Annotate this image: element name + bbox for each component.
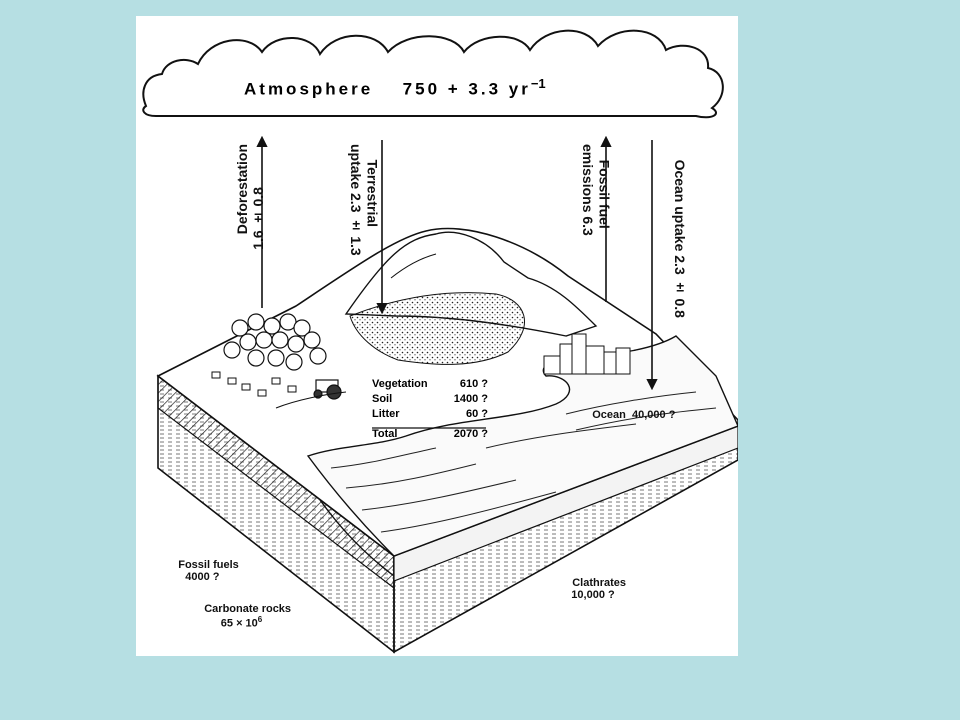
- cleared-stumps: [211, 371, 297, 397]
- ocean-uptake-line1: Ocean uptake 2.3 ± 0.8: [672, 159, 689, 318]
- pool-soil-value: 1400 ?: [453, 393, 488, 405]
- flux-ocean-label: Ocean uptake 2.3 ± 0.8: [656, 144, 704, 318]
- carbonate-exponent: 6: [257, 615, 263, 625]
- pool-total: Total 2070 ?: [372, 428, 488, 442]
- terrestrial-line1: Terrestrial: [364, 159, 381, 228]
- atmosphere-label: Atmosphere: [244, 79, 374, 99]
- clathrates-line2: 10,000 ?: [571, 589, 615, 602]
- deforestation-line1: Deforestation: [234, 144, 251, 235]
- atmosphere-cloud: [142, 29, 724, 119]
- ocean-label: Ocean: [592, 408, 626, 421]
- ocean-value: 40,000 ?: [632, 408, 676, 421]
- terrestrial-line2: uptake 2.3 ± 1.3: [348, 144, 365, 256]
- carbonate-line1: Carbonate rocks: [204, 602, 292, 615]
- atmosphere-unit: yr: [508, 79, 531, 99]
- pool-soil: Soil 1400 ?: [372, 393, 488, 407]
- pool-total-value: 2070 ?: [453, 428, 488, 440]
- carbonate-rocks-label: Carbonate rocks 65 × 106: [192, 590, 291, 643]
- fossil-line1: Fossil fuel: [596, 159, 613, 229]
- atmosphere-value: 750 + 3.3: [402, 79, 502, 99]
- pool-total-name: Total: [372, 428, 398, 440]
- fossil-fuels-line1: Fossil fuels: [178, 558, 239, 571]
- pool-litter-name: Litter: [372, 408, 400, 420]
- pool-vegetation-value: 610 ?: [459, 378, 488, 390]
- deforestation-line2: 1.6 ± 0.8: [250, 187, 267, 250]
- fossil-line2: emissions 6.3: [580, 144, 597, 236]
- atmosphere-exponent: −1: [530, 76, 546, 91]
- atmosphere-title: Atmosphere 750 + 3.3 yr−1: [244, 76, 546, 100]
- pool-soil-name: Soil: [372, 393, 393, 405]
- carbon-cycle-illustration: [142, 29, 738, 654]
- fossil-fuels-line2: 4000 ?: [185, 571, 220, 584]
- tractor: [313, 379, 342, 400]
- clathrates-line1: Clathrates: [572, 576, 627, 589]
- pool-vegetation-name: Vegetation: [372, 378, 428, 390]
- carbonate-line2: 65 × 10: [220, 617, 258, 630]
- city-skyline: [543, 333, 631, 375]
- forest: [223, 313, 327, 371]
- pool-vegetation: Vegetation 610 ?: [372, 378, 488, 392]
- ocean-pool-label: Ocean 40,000 ?: [580, 396, 675, 434]
- pool-litter: Litter 60 ?: [372, 408, 488, 422]
- pool-litter-value: 60 ?: [465, 408, 488, 420]
